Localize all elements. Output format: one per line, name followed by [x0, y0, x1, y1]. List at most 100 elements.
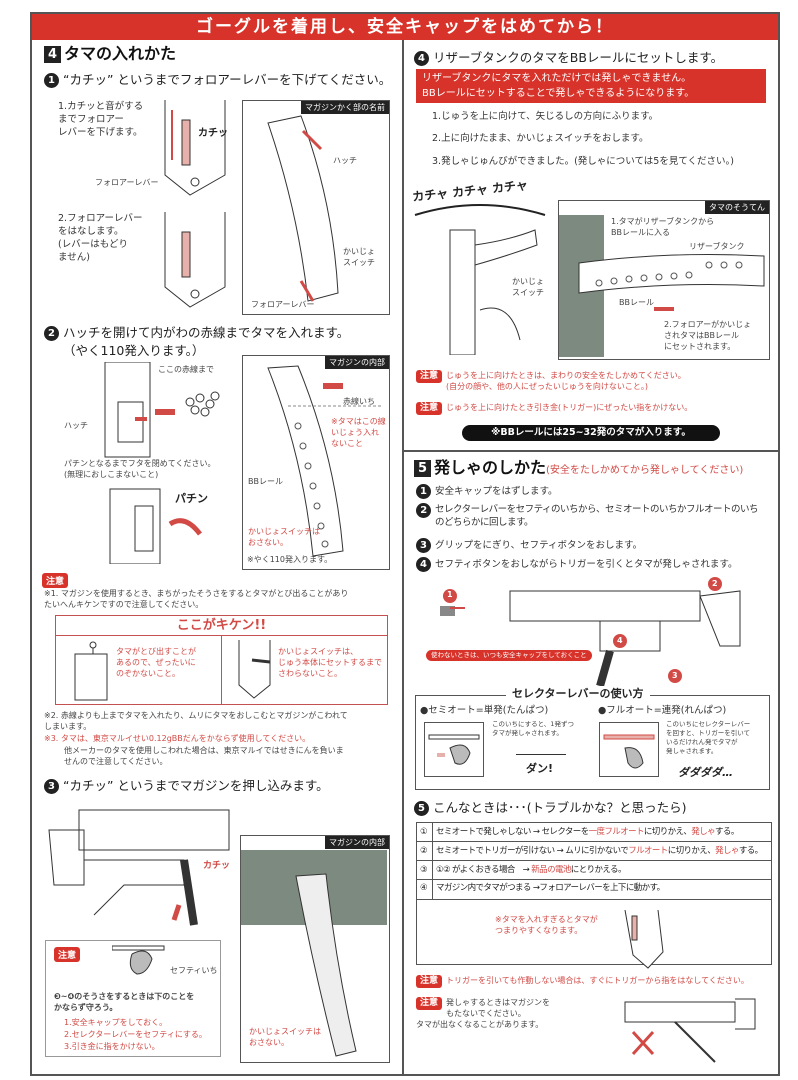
note-1: ※1. マガジンを使用するとき、まちがったそうさをするとタマがとび出ることがあり…: [44, 589, 349, 609]
instruction-item: 2.上に向けたまま、かいじょスイッチをおします。: [432, 133, 649, 144]
red-line-label: ここの赤線まで: [158, 365, 214, 374]
step-number: 4: [414, 51, 429, 66]
shake-gun-illustration: [414, 204, 546, 355]
capacity-note: ※やく110発入ります。: [247, 555, 333, 564]
reserve-tank-label: リザーブタンク: [689, 242, 745, 251]
callout-1: 1: [447, 590, 453, 599]
instruction-item: 3.発しゃじゅんびができました。(発しゃについては5を見てください。): [432, 156, 735, 167]
selector-safety-icon: [112, 945, 165, 975]
loading-step-1: 1.タマがリザーブタンクから BBレールに入る: [611, 217, 715, 237]
step-1-heading: 1 “カチッ” というまでフォロアーレバーを下げてください。: [44, 72, 391, 88]
step-text: ハッチを開けて内がわの赤線までタマを入れます。: [63, 325, 350, 340]
row-text: マガジン内でタマがつまる →フォロアーレバーを上下に動かす。: [432, 879, 772, 900]
row-number: ④: [416, 879, 433, 900]
step-number: 1: [44, 73, 59, 88]
close-instruction: パチンとなるまでフタを閉めてください。 (無理におしこまないこと): [64, 459, 216, 479]
semi-sound: ダン!: [526, 762, 554, 775]
semi-auto-desc: このいちにすると、1発ずつ タマが発しゃされます。: [492, 720, 574, 737]
follower-lever-label: フォロアーレバー: [251, 300, 315, 309]
full-auto-label: ●フルオート=連発(れんぱつ): [598, 705, 727, 716]
no-press-note: かいじょスイッチは おさない。: [248, 527, 320, 547]
caution-box: 注意 セフティいち ❸~❹のそうさをするときは下のことを かならず守ろう。 1.…: [45, 940, 221, 1057]
important-notice: リザーブタンクにタマを入れただけでは発しゃできません。 BBレールにセットするこ…: [416, 69, 766, 103]
caution-2: 注意じゅうを上に向けたとき引き金(トリガー)にぜったい指をかけない。: [416, 402, 692, 415]
release-switch-illustration: [238, 640, 271, 699]
step-2-capacity: （やく110発入ります。）: [63, 343, 205, 358]
box-tag: タマのそうてん: [705, 201, 769, 214]
note-3-detail: 他メーカーのタマを使用しこわれた場合は、東京マルイではせきにんを負いま せんので…: [64, 746, 344, 766]
row-text: セミオートで発しゃしない → セレクターを一度フルオートに切りかえ、発しゃする。: [432, 822, 772, 842]
row-text: ①② がよくおきる場合 → 新品の電池にとりかえる。: [432, 860, 772, 880]
box-tag: マガジンの内部: [325, 836, 389, 849]
safety-cap-note: 使わないときは、いつも安全キャップをしておくこと: [426, 650, 592, 661]
follower-lever-label: フォロアーレバー: [95, 178, 159, 187]
instruction-item: 1.じゅうを上に向けて、矢じるしの方向にふります。: [432, 111, 659, 122]
row-text: セミオートでトリガーが引けない → ムリに引かないでフルオートに切りかえ、発しゃ…: [432, 841, 772, 861]
rule-item: 3.引き金に指をかけない。: [64, 1042, 160, 1051]
step-number: 2: [44, 326, 59, 341]
release-switch-label: かいじょ スイッチ: [343, 247, 375, 267]
magazine-loading-illustration: [578, 254, 765, 311]
jam-note: ※タマを入れすぎるとタマが つまりやすくなります。: [495, 915, 598, 935]
magazine-top-illustration: [74, 641, 108, 701]
danger-divider: [221, 636, 222, 704]
step-4-heading: 4 リザーブタンクのタマをBBレールにセットします。: [414, 50, 723, 66]
section-number: 5: [414, 460, 431, 477]
section-divider: [404, 450, 778, 452]
box-tag: マガジンかく部の名前: [301, 101, 389, 114]
manual-page: [30, 12, 780, 1076]
loading-step-2: 2.フォロアーがかいじょ されタマはBBレール にセットされます。: [664, 320, 752, 351]
release-switch-label: かいじょ スイッチ: [512, 276, 544, 298]
semi-selector-icon: [424, 722, 484, 777]
danger-right-text: かいじょスイッチは、 じゅう本体にセットするまで さわらないこと。: [278, 647, 382, 678]
caution-text: トリガーを引いても作動しない場合は、すぐにトリガーから指をはなしてください。: [446, 976, 749, 985]
magazine-base-illustration: [164, 100, 226, 196]
full-auto-desc: このいちにセレクターレバー を回すと、トリガーを引いて いるだけれん発でタマが …: [666, 720, 751, 755]
caution-3: 注意トリガーを引いても作動しない場合は、すぐにトリガーから指をはなしてください。: [416, 975, 749, 988]
safety-rule: ❸~❹のそうさをするときは下のことを かならず守ろう。: [54, 992, 195, 1012]
wrong-grip-illustration: [624, 998, 756, 1063]
overfill-note: ※タマはこの線 いじょう入れ ないこと: [331, 417, 386, 448]
caution-label: 注意: [42, 573, 69, 588]
step-text: セレクターレバーをセフティのいちから、セミオートのいちかフルオートのいち のどち…: [435, 504, 759, 528]
rule-item: 1.安全キャップをしておく。: [64, 1018, 168, 1027]
full-selector-icon: [599, 722, 659, 777]
caution-label: 注意: [416, 402, 443, 415]
box-tag: マガジンの内部: [325, 356, 389, 369]
row-number: ③: [416, 860, 433, 880]
caution-label: 注意: [54, 947, 81, 962]
full-auto-sound: ダダダダ…: [678, 766, 733, 779]
step-1-sub-2: 2.フォロアーレバー をはなします。 (レバーはもどり ません): [58, 213, 143, 263]
section-title-text: 発しゃのしかた: [434, 458, 547, 477]
insert-magazine-illustration: [48, 809, 230, 926]
caution-4: 注意発しゃするときはマガジンを もたないでください。 タマが出なくなることがあり…: [416, 997, 606, 1030]
step-text: リザーブタンクのタマをBBレールにセットします。: [433, 50, 724, 65]
callout-2: 2: [712, 579, 718, 588]
hatch-close-illustration: [109, 488, 202, 564]
magazine-inside-box-2: マガジンの内部 かいじょスイッチは おさない。: [240, 835, 390, 1063]
row-number: ①: [416, 822, 433, 842]
callout-3: 3: [672, 671, 678, 680]
step-text: “カチッ” というまでフォロアーレバーを下げてください。: [63, 72, 392, 87]
note-2: ※2. 赤線よりも上までタマを入れたり、ムリにタマをおしこむとマガジンがこわれて…: [44, 711, 348, 731]
click-label: カチッ: [198, 128, 228, 139]
column-divider: [402, 40, 404, 1074]
caution-label: 注意: [416, 370, 443, 383]
rule-item: 2.セレクターレバーをセフティにする。: [64, 1030, 207, 1039]
magazine-inserted-illustration: [295, 873, 357, 1057]
firing-gun-illustration: [440, 577, 741, 686]
safety-position-label: セフティいち: [170, 966, 218, 975]
step-text: グリップをにぎり、セフティボタンをおします。: [435, 540, 643, 551]
caution-badge: 注意: [42, 569, 72, 588]
caution-1: 注意じゅうを上に向けたときは、まわりの安全をたしかめてください。 (自分の顔や、…: [416, 370, 774, 392]
red-line-position-label: 赤線いち: [343, 397, 375, 406]
